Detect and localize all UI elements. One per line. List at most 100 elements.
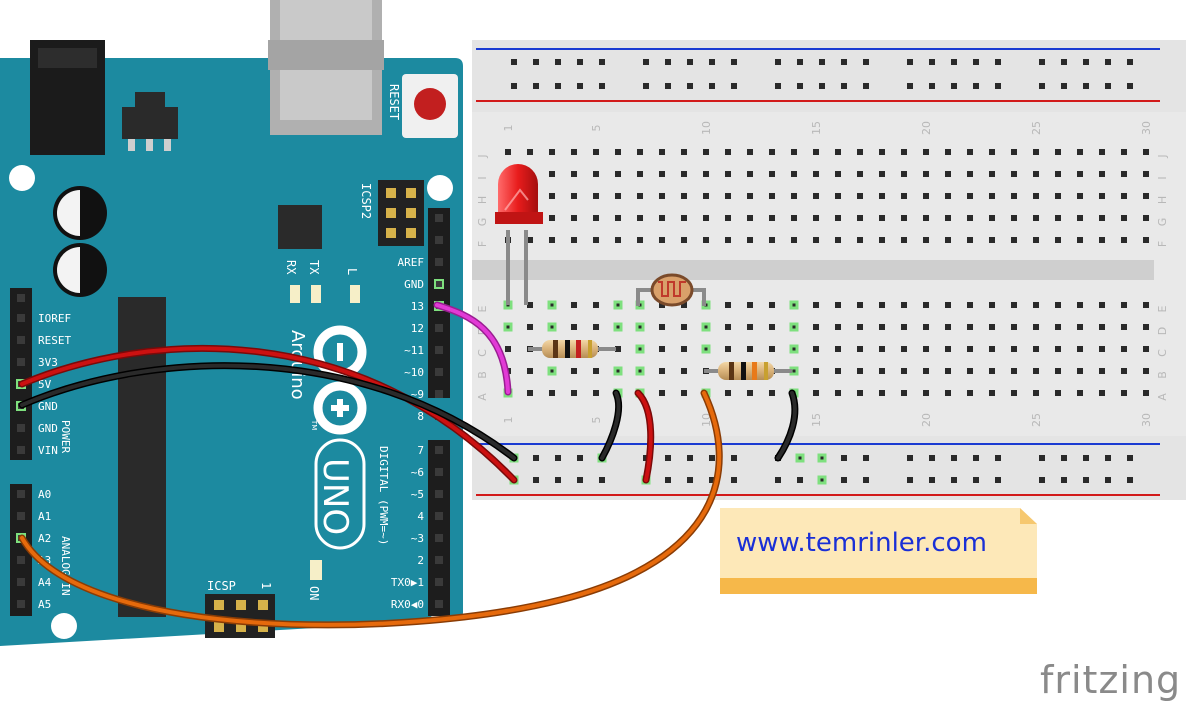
breadboard-hole xyxy=(1011,171,1017,177)
power-header xyxy=(10,288,32,460)
rail-hole xyxy=(929,83,935,89)
breadboard-hole xyxy=(571,302,577,308)
rail-hole xyxy=(1083,477,1089,483)
breadboard-hole xyxy=(593,193,599,199)
pin-label: 5V xyxy=(38,378,52,391)
icsp2-header xyxy=(378,180,424,246)
breadboard-hole xyxy=(857,193,863,199)
rail-hole xyxy=(863,59,869,65)
reset-button[interactable] xyxy=(402,74,458,138)
row-letter: A xyxy=(1156,393,1169,401)
breadboard-hole xyxy=(635,322,645,332)
rail-hole xyxy=(1127,477,1133,483)
breadboard-hole xyxy=(571,215,577,221)
breadboard-hole xyxy=(1121,302,1127,308)
breadboard-hole xyxy=(549,149,555,155)
breadboard-hole xyxy=(945,390,951,396)
breadboard-hole xyxy=(923,368,929,374)
breadboard-hole xyxy=(503,322,513,332)
breadboard-hole xyxy=(1033,215,1039,221)
breadboard-hole xyxy=(989,215,995,221)
header-pin xyxy=(17,512,25,520)
breadboard-hole xyxy=(967,149,973,155)
rail-hole xyxy=(1039,455,1045,461)
breadboard-hole xyxy=(1143,149,1149,155)
rail-hole xyxy=(1039,477,1045,483)
breadboard-hole xyxy=(1077,390,1083,396)
rail-hole xyxy=(533,455,539,461)
breadboard-hole xyxy=(725,171,731,177)
rail-hole xyxy=(929,59,935,65)
breadboard-hole xyxy=(1077,193,1083,199)
rail-hole xyxy=(929,477,935,483)
rail-hole xyxy=(1127,59,1133,65)
header-pin xyxy=(435,390,443,398)
rail-hole xyxy=(1061,455,1067,461)
rail-hole xyxy=(555,455,561,461)
breadboard-hole xyxy=(769,390,775,396)
breadboard-hole xyxy=(789,300,799,310)
breadboard-hole xyxy=(725,324,731,330)
breadboard-hole xyxy=(1077,149,1083,155)
breadboard-hole xyxy=(593,324,599,330)
breadboard-hole xyxy=(547,366,557,376)
breadboard-hole xyxy=(967,368,973,374)
breadboard-hole xyxy=(879,193,885,199)
breadboard-hole xyxy=(967,215,973,221)
breadboard-hole xyxy=(1011,302,1017,308)
tx-label: TX xyxy=(307,260,321,275)
breadboard-hole xyxy=(1055,193,1061,199)
header-pin xyxy=(435,512,443,520)
breadboard-hole xyxy=(527,324,533,330)
pin-label: 13 xyxy=(411,300,424,313)
rail-hole xyxy=(577,59,583,65)
rail-hole xyxy=(577,455,583,461)
breadboard-holes xyxy=(503,59,1149,485)
breadboard-hole xyxy=(681,149,687,155)
breadboard-hole xyxy=(1099,149,1105,155)
breadboard-hole xyxy=(945,324,951,330)
rail-hole xyxy=(951,477,957,483)
rail-hole xyxy=(907,477,913,483)
breadboard-hole xyxy=(637,237,643,243)
breadboard-hole xyxy=(1011,215,1017,221)
tx-led xyxy=(311,285,321,303)
rail-hole xyxy=(533,477,539,483)
header-pin xyxy=(435,236,443,244)
breadboard-hole xyxy=(747,390,753,396)
pin-label: ~5 xyxy=(411,488,424,501)
rail-hole xyxy=(1105,477,1111,483)
resistor xyxy=(528,340,616,358)
pin-label: RESET xyxy=(38,334,71,347)
breadboard-hole xyxy=(769,193,775,199)
breadboard-hole xyxy=(1121,171,1127,177)
rail-hole xyxy=(599,59,605,65)
rail-hole xyxy=(907,455,913,461)
row-letter: F xyxy=(1156,241,1169,247)
breadboard-hole xyxy=(835,215,841,221)
breadboard-hole xyxy=(923,302,929,308)
breadboard-hole xyxy=(791,193,797,199)
red-led xyxy=(495,164,543,305)
rail-hole xyxy=(1083,83,1089,89)
breadboard-hole xyxy=(923,324,929,330)
rail-hole xyxy=(731,477,737,483)
pin-label: GND xyxy=(38,422,58,435)
breadboard-hole xyxy=(571,324,577,330)
breadboard-hole xyxy=(527,237,533,243)
breadboard-hole xyxy=(835,368,841,374)
rail-hole xyxy=(731,83,737,89)
digital-label: DIGITAL (PWM=~) xyxy=(377,446,390,545)
atmega-chip xyxy=(118,297,166,617)
breadboard-hole xyxy=(593,171,599,177)
pin-label: 7 xyxy=(417,444,424,457)
breadboard-hole xyxy=(681,237,687,243)
rail-hole xyxy=(665,477,671,483)
pin-label: ~6 xyxy=(411,466,424,479)
rail-hole xyxy=(817,453,827,463)
breadboard-hole xyxy=(1077,171,1083,177)
breadboard-hole xyxy=(637,171,643,177)
breadboard-hole xyxy=(857,215,863,221)
